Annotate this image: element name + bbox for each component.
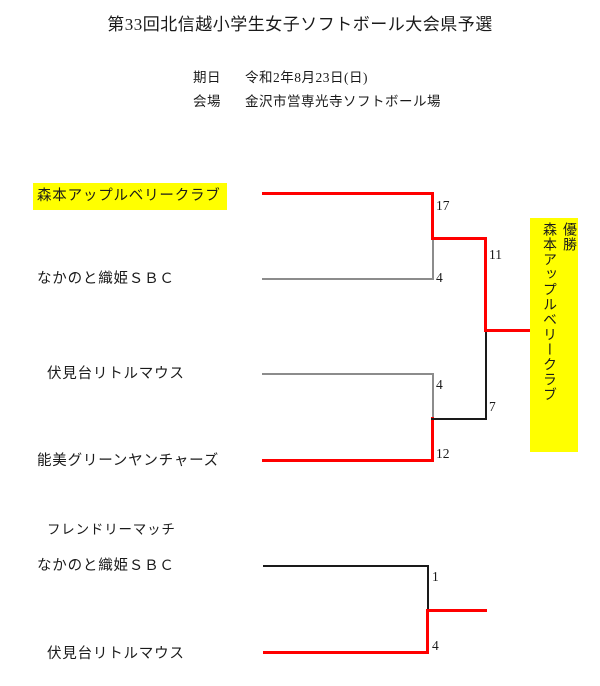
bracket-connector-final-black [485, 330, 487, 420]
score-round1-4: 12 [436, 446, 450, 461]
bracket-line-r1m2-bottom [262, 459, 434, 462]
team-label-round1-1: 森本アップルベリークラブ [33, 183, 227, 210]
bracket-line-friendly-top [263, 565, 429, 567]
team-label-round1-4: 能美グリーンヤンチャーズ [37, 453, 220, 469]
bracket-line-friendly-bottom [263, 651, 429, 654]
score-friendly-2: 4 [432, 638, 439, 653]
bracket-line-friendly-winner [426, 609, 487, 612]
champion-label: 優勝 [561, 222, 576, 252]
bracket-connector-r1m1-red [431, 192, 434, 239]
event-date-row: 期日 令和2年8月23日(日) [193, 66, 368, 86]
team-label-round1-2: なかのと織姫ＳＢＣ [37, 271, 175, 287]
bracket-connector-friendly-black [427, 565, 429, 612]
score-round1-1: 17 [436, 198, 450, 213]
score-final-2: 7 [489, 399, 496, 414]
event-date-value: 令和2年8月23日(日) [245, 70, 368, 85]
bracket-line-r1m1-bottom [262, 278, 434, 280]
bracket-line-final-bottom [431, 418, 487, 420]
bracket-line-r1m2-top [262, 373, 434, 375]
event-date-label: 期日 [193, 70, 221, 85]
bracket-connector-r1m2-red [431, 417, 434, 462]
event-venue-row: 会場 金沢市営専光寺ソフトボール場 [193, 90, 441, 110]
bracket-connector-r1m1-gray [432, 237, 434, 280]
champion-box: 優勝 森本アップルベリークラブ [530, 218, 578, 452]
bracket-connector-final-red [484, 237, 487, 332]
bracket-connector-r1m2-gray [432, 373, 434, 420]
bracket-connector-friendly-red [426, 609, 429, 654]
team-label-friendly-1: なかのと織姫ＳＢＣ [37, 558, 175, 574]
bracket-line-champion-feed [484, 329, 532, 332]
team-label-friendly-2: 伏見台リトルマウス [47, 646, 185, 662]
score-friendly-1: 1 [432, 569, 439, 584]
champion-team: 森本アップルベリークラブ [541, 222, 556, 402]
score-round1-2: 4 [436, 270, 443, 285]
score-final-1: 11 [489, 247, 502, 262]
friendly-match-heading: フレンドリーマッチ [47, 522, 176, 537]
bracket-line-final-top [431, 237, 487, 240]
team-label-round1-3: 伏見台リトルマウス [47, 366, 185, 382]
event-venue-label: 会場 [193, 94, 221, 109]
score-round1-3: 4 [436, 377, 443, 392]
event-venue-value: 金沢市営専光寺ソフトボール場 [245, 94, 441, 109]
bracket-line-r1m1-top [262, 192, 434, 195]
page-title: 第33回北信越小学生女子ソフトボール大会県予選 [107, 15, 493, 34]
